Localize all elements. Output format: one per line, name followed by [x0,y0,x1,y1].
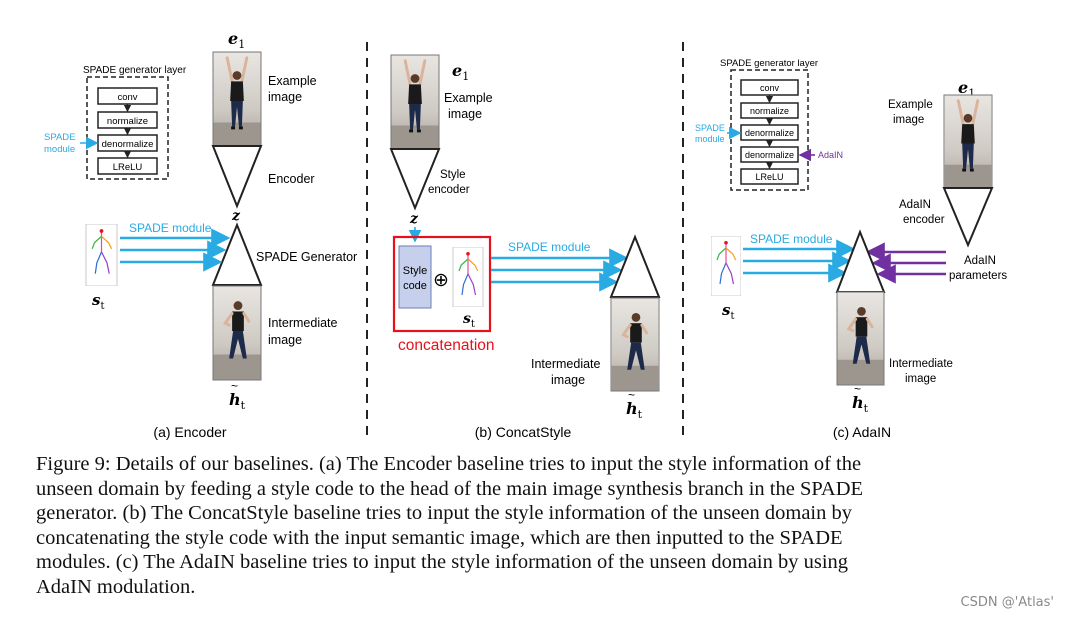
st-label: st [722,301,734,322]
layer-item: LReLU [755,172,783,182]
example-image [391,55,439,149]
style-encoder-triangle [389,148,441,211]
adain-params-label: parameters [949,270,1007,282]
st-label: st [463,311,475,330]
adain-encoder-label: encoder [903,214,945,226]
spade-module-arrow-label: SPADE module [508,240,591,254]
spade-module-side-label: SPADE [44,132,76,143]
h-label: ht [229,390,246,412]
layer-stack-c: conv normalize denormalize denormalize L… [740,79,799,185]
example-image-label: Example [888,99,933,111]
example-image-label: image [448,107,482,121]
layer-item: denormalize [745,150,794,160]
example-image-label: Example [444,91,493,105]
st-label: st [92,291,104,312]
concatenation-box [392,235,492,333]
layer-item: normalize [750,106,789,116]
intermediate-label: Intermediate [268,316,338,330]
spade-module-side-label: SPADE [695,123,725,133]
adain-params-label: AdaIN [964,255,996,267]
svg-text:~: ~ [231,379,238,393]
layer-item: conv [117,92,137,103]
caption-line: modules. (c) The AdaIN baseline tries to… [36,551,849,573]
example-image [213,52,261,146]
spade-generator-triangle [211,222,263,286]
spade-layer-box [730,69,809,191]
concatenation-label: concatenation [398,337,495,354]
spade-generator-label: SPADE Generator [256,250,357,264]
example-image-label: Example [268,74,317,88]
intermediate-image [837,292,884,385]
baselines-figure: SPADE generator layer conv normalize den… [44,29,1007,440]
adain-encoder-triangle [942,187,994,248]
panel-b-concatstyle: e1 Example image Style encoder z Style c… [389,54,661,440]
intermediate-label: image [905,373,936,385]
intermediate-label: Intermediate [531,357,601,371]
intermediate-label: image [551,373,585,387]
caption-line: generator. (b) The ConcatStyle baseline … [36,502,853,524]
panel-caption: (c) AdaIN [833,424,891,440]
svg-text:~: ~ [854,382,861,396]
layer-item: denormalize [102,139,154,150]
semantic-map [85,224,118,286]
intermediate-image [213,286,261,380]
adain-side-label: AdaIN [818,150,843,160]
panel-caption: (b) ConcatStyle [475,424,572,440]
panel-c-adain: SPADE generator layer conv normalize den… [695,58,1007,440]
panel-a-encoder: SPADE generator layer conv normalize den… [44,29,357,440]
spade-layer-title: SPADE generator layer [83,65,187,76]
layer-item: LReLU [113,162,143,173]
layer-item: conv [760,83,780,93]
spade-module-arrow-label: SPADE module [750,232,833,246]
spade-module-side-label: module [695,134,725,144]
caption-line: concatenating the style code with the in… [36,526,843,549]
style-code-label: code [403,280,427,292]
style-code-block [398,245,432,309]
layer-item: normalize [107,116,148,127]
z-label: z [409,211,419,227]
example-image-label: image [268,90,302,104]
spade-layer-box [86,76,169,180]
semantic-map [711,236,741,296]
intermediate-label: Intermediate [889,358,953,370]
panel-caption: (a) Encoder [153,424,226,440]
layer-stack-a: conv normalize denormalize LReLU [97,87,158,175]
z-label: z [231,208,241,224]
h-label: ht [852,393,869,415]
caption-line: Figure 9: Details of our baselines. (a) … [36,453,862,475]
svg-text:~: ~ [628,388,635,402]
intermediate-image [611,298,659,391]
oplus-symbol: ⊕ [433,270,449,291]
example-image [944,95,992,188]
intermediate-label: image [268,333,302,347]
e1-label: e1 [228,29,245,51]
spade-module-side-label: module [44,144,75,155]
example-image-label: image [893,114,924,126]
layer-item: denormalize [745,128,794,138]
style-encoder-label: encoder [428,184,470,196]
spade-layer-title: SPADE generator layer [720,58,818,69]
encoder-label: Encoder [268,172,315,186]
style-code-label: Style [403,265,427,277]
semantic-map [452,247,484,307]
watermark: CSDN @'Atlas' [960,595,1054,610]
figure-caption: Figure 9: Details of our baselines. (a) … [36,452,1036,599]
e1-label: e1 [452,61,469,83]
caption-line: unseen domain by feeding a style code to… [36,477,864,500]
spade-module-arrow-label: SPADE module [129,221,212,235]
style-encoder-label: Style [440,169,466,181]
encoder-triangle [211,145,263,209]
h-label: ht [626,399,643,421]
spade-generator-triangle [609,234,661,298]
adain-encoder-label: AdaIN [899,199,931,211]
caption-line: AdaIN modulation. [36,575,196,598]
e1-label: e1 [958,78,975,100]
